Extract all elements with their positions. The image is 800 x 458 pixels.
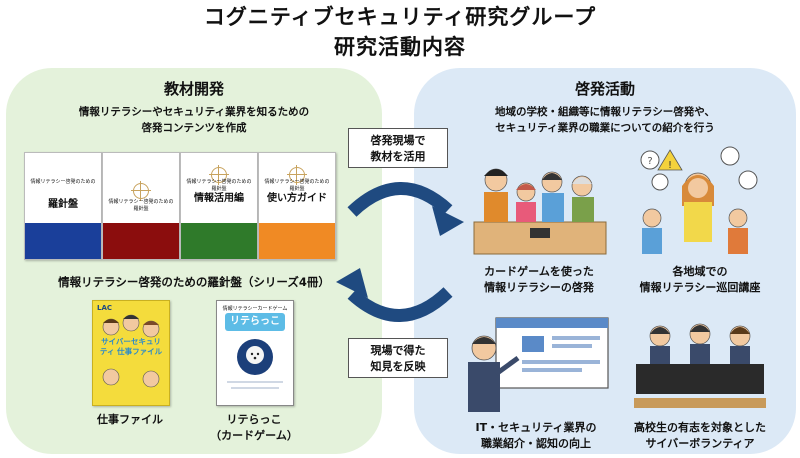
activity-3-line1: IT・セキュリティ業界の (475, 421, 597, 434)
book-4-small-text: 情報リテラシー啓発のための羅針盤 (264, 179, 330, 192)
page-title: コグニティブセキュリティ研究グループ (203, 5, 597, 29)
left-section-title: 教材開発 (163, 80, 224, 98)
book-4-band (259, 223, 335, 259)
card-game-caption: リテらっこ （カードゲーム） (194, 412, 314, 444)
cycle-arrows-icon (336, 182, 464, 322)
regional-lecture-illustration-icon: ? ! (640, 146, 758, 254)
book-1-cover: 情報リテラシー啓発のための 羅針盤 (24, 152, 102, 260)
card-game-cover: 情報リテラシーカードゲーム リテらっこ (216, 300, 294, 406)
activity-4-line1: 高校生の有志を対象とした (634, 421, 766, 434)
job-file-caption: 仕事ファイル (97, 413, 163, 426)
book-3-cover: 情報リテラシー啓発のための羅針盤 情報活用編 (180, 152, 258, 260)
book-2-cover: 情報リテラシー啓発のための羅針盤 (102, 152, 180, 260)
activity-career-caption: IT・セキュリティ業界の 職業紹介・認知の向上 (456, 420, 616, 452)
activity-4-line2: サイバーボランティア (645, 437, 755, 450)
activity-2-line1: 各地域での (672, 265, 728, 278)
otter-icon (237, 339, 273, 375)
book-4-cover: 情報リテラシー啓発のための羅針盤 使い方ガイド (258, 152, 336, 260)
presenter-illustration-icon (468, 317, 609, 412)
lac-logo: LAC (97, 304, 113, 312)
right-section-title: 啓発活動 (574, 80, 635, 98)
book-3-band (181, 223, 257, 259)
right-subtitle-line2: セキュリティ業界の職業についての紹介を行う (495, 122, 715, 134)
activity-3-line2: 職業紹介・認知の向上 (481, 437, 591, 450)
job-file-cover-title: サイバーセキュリティ 仕事ファイル (99, 337, 163, 356)
activity-volunteer-caption: 高校生の有志を対象とした サイバーボランティア (612, 420, 788, 452)
card-game-caption-line2: （カードゲーム） (210, 429, 298, 442)
activity-card-game-caption: カードゲームを使った 情報リテラシーの啓発 (464, 264, 614, 296)
card-game-divider (227, 381, 283, 383)
callout-use-materials: 啓発現場で 教材を活用 (348, 128, 448, 168)
callout-apply-findings: 現場で得た 知見を反映 (348, 338, 448, 378)
right-subtitle-line1: 地域の学校・組織等に情報リテラシー啓発や、 (495, 106, 715, 118)
book-3-small-text: 情報リテラシー啓発のための羅針盤 (186, 179, 252, 192)
page-subtitle: 研究活動内容 (334, 35, 466, 59)
job-file-cover: LAC サイバーセキュリティ 仕事ファイル (92, 300, 170, 406)
book-4-title: 使い方ガイド (267, 193, 327, 204)
card-game-caption-line1: リテらっこ (226, 413, 282, 426)
book-1-small-text: 情報リテラシー啓発のための (30, 179, 96, 185)
people-illustration-icon (102, 314, 160, 388)
activity-1-line1: カードゲームを使った (484, 265, 594, 278)
left-subtitle: 情報リテラシーやセキュリティ業界を知るための 啓発コンテンツを作成 (6, 104, 382, 136)
book-2-band (103, 223, 179, 259)
book-3-title: 情報活用編 (194, 193, 244, 204)
compass-icon (131, 181, 151, 201)
left-subtitle-line1: 情報リテラシーやセキュリティ業界を知るための (78, 106, 310, 118)
card-game-divider (231, 387, 279, 389)
activity-regional-caption: 各地域での 情報リテラシー巡回講座 (620, 264, 780, 296)
activity-2-line2: 情報リテラシー巡回講座 (639, 281, 761, 294)
callout-apply-findings-line2: 知見を反映 (370, 360, 426, 373)
book-2-small-text: 情報リテラシー啓発のための羅針盤 (108, 199, 174, 212)
card-game-cover-small: 情報リテラシーカードゲーム (222, 306, 288, 312)
activity-1-line2: 情報リテラシーの啓発 (484, 281, 594, 294)
card-game-cover-title: リテらっこ (225, 313, 285, 331)
left-subtitle-line2: 啓発コンテンツを作成 (141, 122, 247, 134)
card-game-illustration-icon (473, 168, 607, 255)
left-panel (6, 68, 382, 454)
book-1-band (25, 223, 101, 259)
compass-icon (287, 165, 307, 185)
volunteer-illustration-icon (634, 323, 766, 408)
callout-apply-findings-line1: 現場で得た (370, 344, 426, 357)
callout-use-materials-line1: 啓発現場で (370, 134, 426, 147)
books-caption: 情報リテラシー啓発のための羅針盤（シリーズ4冊） (58, 275, 330, 289)
svg-text:!: ! (668, 160, 672, 171)
svg-text:?: ? (647, 156, 652, 167)
callout-use-materials-line2: 教材を活用 (370, 150, 426, 163)
book-1-title: 羅針盤 (48, 199, 78, 210)
compass-icon (209, 165, 229, 185)
right-subtitle: 地域の学校・組織等に情報リテラシー啓発や、 セキュリティ業界の職業についての紹介… (414, 104, 796, 136)
